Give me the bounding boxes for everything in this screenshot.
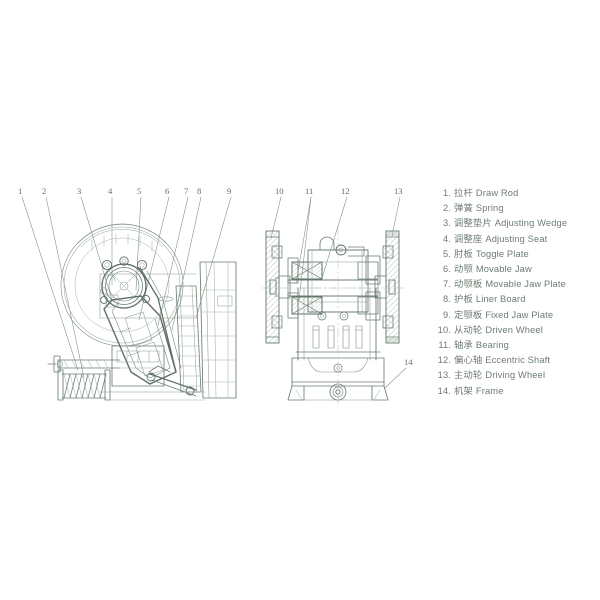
frame-walls <box>297 287 377 361</box>
legend-item-chinese: 护板 <box>454 294 473 305</box>
legend-item-number: 2. <box>442 203 451 214</box>
callout-8: 8 <box>197 186 202 196</box>
legend-item: 10. 从动轮 Driven Wheel <box>434 323 600 338</box>
legend-item: 8. 护板 Liner Board <box>434 292 600 307</box>
legend-item-chinese: 动颚 <box>454 264 473 275</box>
bearing-left <box>291 261 323 315</box>
callout-7: 7 <box>184 186 189 196</box>
movable-jaw-plate <box>175 285 202 393</box>
callout-14: 14 <box>404 357 413 367</box>
section-view-group <box>47 223 237 401</box>
legend-item-english: Eccentric Shaft <box>485 355 551 366</box>
legend-item-number: 14. <box>437 385 451 396</box>
legend-item-chinese: 定颚板 <box>454 309 483 320</box>
legend-item-chinese: 动颚板 <box>454 279 483 290</box>
legend-item: 14. 机架 Frame <box>434 384 600 399</box>
legend-item-chinese: 调整垫片 <box>454 218 492 229</box>
legend-item-english: Spring <box>475 203 504 214</box>
legend-item-chinese: 弹簧 <box>454 203 473 214</box>
callout-2: 2 <box>42 186 47 196</box>
legend-item: 11. 轴承 Bearing <box>434 338 600 353</box>
legend-item-chinese: 从动轮 <box>454 324 483 335</box>
legend-item-number: 7. <box>442 279 451 290</box>
callout-10: 10 <box>275 186 284 196</box>
legend-item: 5. 肘板 Toggle Plate <box>434 247 600 262</box>
fixed-jaw-plate <box>199 261 237 399</box>
legend-item-chinese: 拉杆 <box>454 188 473 198</box>
legend-item-chinese: 肘板 <box>454 248 473 259</box>
jaw-bolts <box>312 325 363 349</box>
legend-item-chinese: 轴承 <box>454 340 473 351</box>
toggle-plate-assembly <box>111 345 197 397</box>
driving-wheel <box>374 230 400 344</box>
legend-item-english: Driving Wheel <box>485 370 546 381</box>
callout-12: 12 <box>341 186 350 196</box>
legend-item-chinese: 调整座 <box>454 233 483 244</box>
legend-item-chinese: 机架 <box>454 385 473 396</box>
legend-item: 1. 拉杆 Draw Rod <box>434 186 600 201</box>
legend-item-number: 11. <box>438 340 451 351</box>
parts-legend: 1. 拉杆 Draw Rod 2. 弹簧 Spring 3. 调整垫片 Adju… <box>434 186 600 399</box>
legend-item-english: Liner Board <box>475 294 526 305</box>
legend-item-number: 3. <box>442 218 451 229</box>
callout-5: 5 <box>137 186 142 196</box>
legend-item-number: 13. <box>437 370 451 381</box>
legend-item: 13. 主动轮 Driving Wheel <box>434 368 600 383</box>
legend-item-english: Adjusting Wedge <box>494 218 568 229</box>
legend-item: 6. 动颚 Movable Jaw <box>434 262 600 277</box>
draw-rod-assembly <box>47 355 121 401</box>
leader-lines-section-view <box>21 196 232 379</box>
legend-item-chinese: 偏心轴 <box>454 355 483 366</box>
legend-item-number: 5. <box>442 248 451 259</box>
legend-item-english: Movable Jaw <box>475 264 532 275</box>
callout-13: 13 <box>394 186 403 196</box>
legend-item: 12. 偏心轴 Eccentric Shaft <box>434 353 600 368</box>
legend-item: 9. 定颚板 Fixed Jaw Plate <box>434 308 600 323</box>
callout-4: 4 <box>108 186 113 196</box>
legend-item-english: Driven Wheel <box>485 324 543 335</box>
callout-6: 6 <box>165 186 170 196</box>
legend-item-number: 1. <box>442 188 451 198</box>
legend-item: 7. 动颚板 Movable Jaw Plate <box>434 277 600 292</box>
legend-item-english: Fixed Jaw Plate <box>485 309 554 320</box>
legend-item-english: Bearing <box>475 340 510 351</box>
legend-item-chinese: 主动轮 <box>454 370 483 381</box>
legend-item-number: 9. <box>442 309 451 320</box>
legend-item: 3. 调整垫片 Adjusting Wedge <box>434 216 600 231</box>
legend-item-english: Adjusting Seat <box>485 233 548 244</box>
callout-9: 9 <box>227 186 232 196</box>
legend-item-english: Movable Jaw Plate <box>485 279 566 290</box>
legend-item: 4. 调整座 Adjusting Seat <box>434 232 600 247</box>
legend-item-english: Draw Rod <box>475 188 519 198</box>
legend-item-number: 10. <box>437 324 451 335</box>
callout-11: 11 <box>305 186 314 196</box>
front-view-group <box>261 225 405 405</box>
legend-item-english: Frame <box>475 385 504 396</box>
legend-item-number: 4. <box>442 233 451 244</box>
legend-item-number: 8. <box>442 294 451 305</box>
legend-item: 2. 弹簧 Spring <box>434 201 600 216</box>
driven-wheel <box>265 230 291 344</box>
legend-item-english: Toggle Plate <box>475 248 529 259</box>
legend-item-number: 12. <box>437 355 451 366</box>
callout-3: 3 <box>77 186 82 196</box>
callout-1: 1 <box>18 186 23 196</box>
legend-item-number: 6. <box>442 264 451 275</box>
